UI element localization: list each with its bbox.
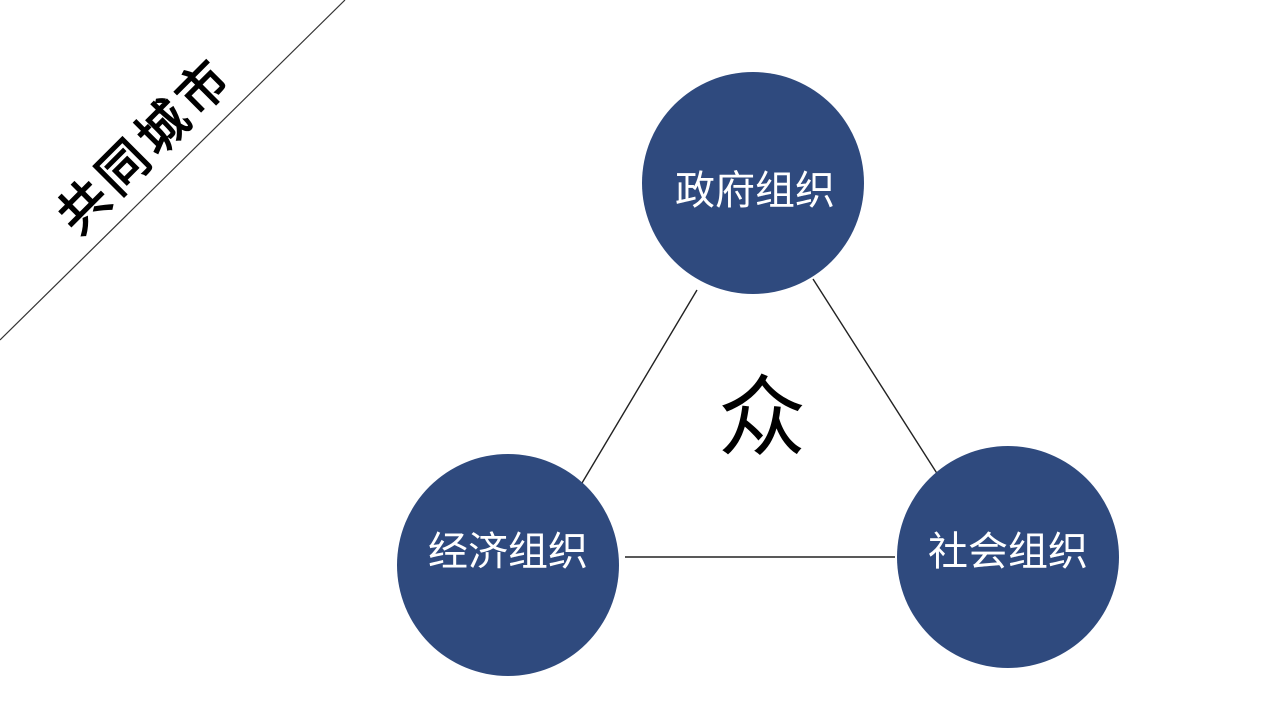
node-social-circle <box>897 446 1119 668</box>
node-economic-label: 经济组织 <box>428 529 588 575</box>
node-government: 政府组织 <box>642 72 864 294</box>
center-character: 众 <box>718 366 806 469</box>
edge-government-economic <box>581 289 698 484</box>
node-government-label: 政府组织 <box>675 168 835 214</box>
node-economic-circle <box>397 454 619 676</box>
node-social-label: 社会组织 <box>928 529 1088 575</box>
node-economic: 经济组织 <box>397 454 619 676</box>
edge-government-social <box>812 278 939 476</box>
node-government-circle <box>642 72 864 294</box>
corner-divider-line <box>0 0 346 341</box>
corner-title: 共同城市 <box>46 46 245 245</box>
node-social: 社会组织 <box>897 446 1119 668</box>
